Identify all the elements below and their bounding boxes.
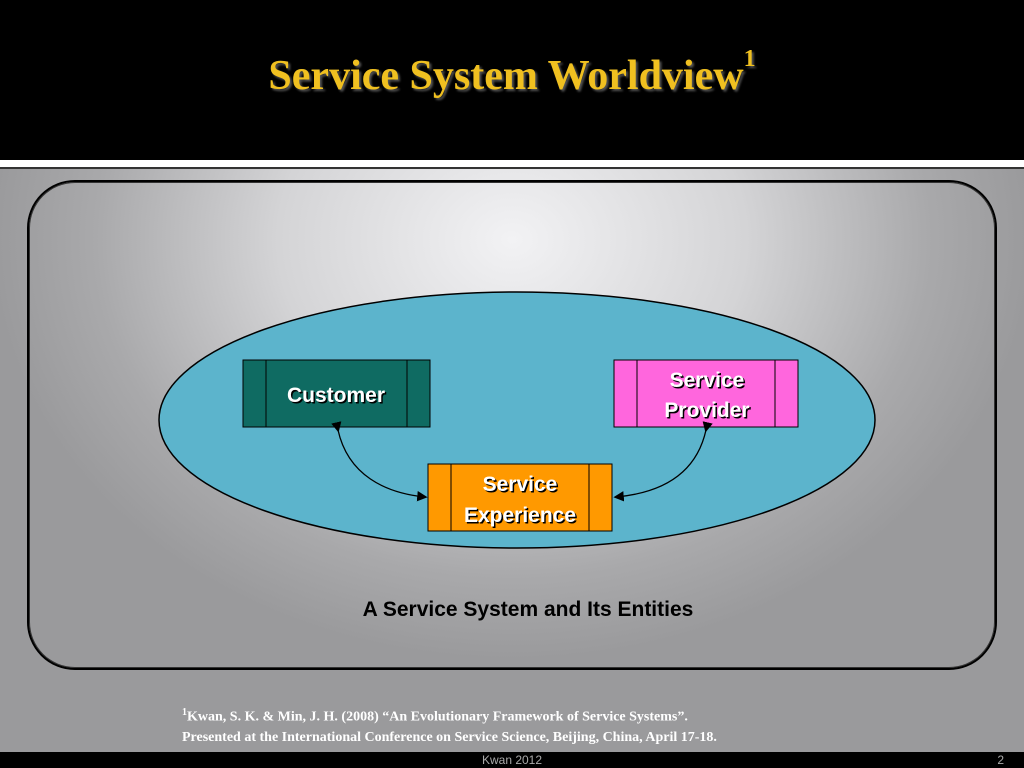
customer-box: Customer Customer <box>242 359 431 428</box>
footer-author-year: Kwan 2012 <box>481 753 543 767</box>
provider-label-line1-shadow: Service <box>671 371 746 394</box>
slide-title: Service System Worldview1 <box>268 46 756 99</box>
footnote-line1: Kwan, S. K. & Min, J. H. (2008) “An Evol… <box>187 709 688 725</box>
slide-footer: Kwan 2012 2 <box>0 752 1024 768</box>
reference-footnote: 1Kwan, S. K. & Min, J. H. (2008) “An Evo… <box>182 703 882 748</box>
service-experience-box: Service Service Experience Experience <box>427 463 613 532</box>
title-divider <box>0 160 1024 167</box>
customer-label: Customer <box>287 384 385 407</box>
experience-label-line2: Experience <box>464 504 576 527</box>
provider-label-line2-shadow: Provider <box>666 401 751 424</box>
content-frame <box>27 180 997 670</box>
title-bar: Service System Worldview1 <box>0 0 1024 160</box>
provider-label-line1: Service <box>670 369 745 392</box>
customer-label-shadow: Customer <box>288 386 386 409</box>
experience-label-line2-shadow: Experience <box>465 506 577 529</box>
service-provider-box: Service Service Provider Provider <box>613 359 799 428</box>
provider-experience-arrow <box>613 421 713 502</box>
page-number: 2 <box>997 753 1004 767</box>
customer-experience-arrow <box>331 421 428 502</box>
footnote-marker: 1 <box>182 707 187 718</box>
footnote-line2: Presented at the International Conferenc… <box>182 729 717 745</box>
title-divider-shadow <box>0 167 1024 169</box>
experience-label-line1-shadow: Service <box>484 475 559 498</box>
experience-label-line1: Service <box>483 473 558 496</box>
title-footnote-marker: 1 <box>743 46 756 72</box>
diagram-caption: A Service System and Its Entities <box>362 598 694 621</box>
provider-label-line2: Provider <box>664 399 749 422</box>
